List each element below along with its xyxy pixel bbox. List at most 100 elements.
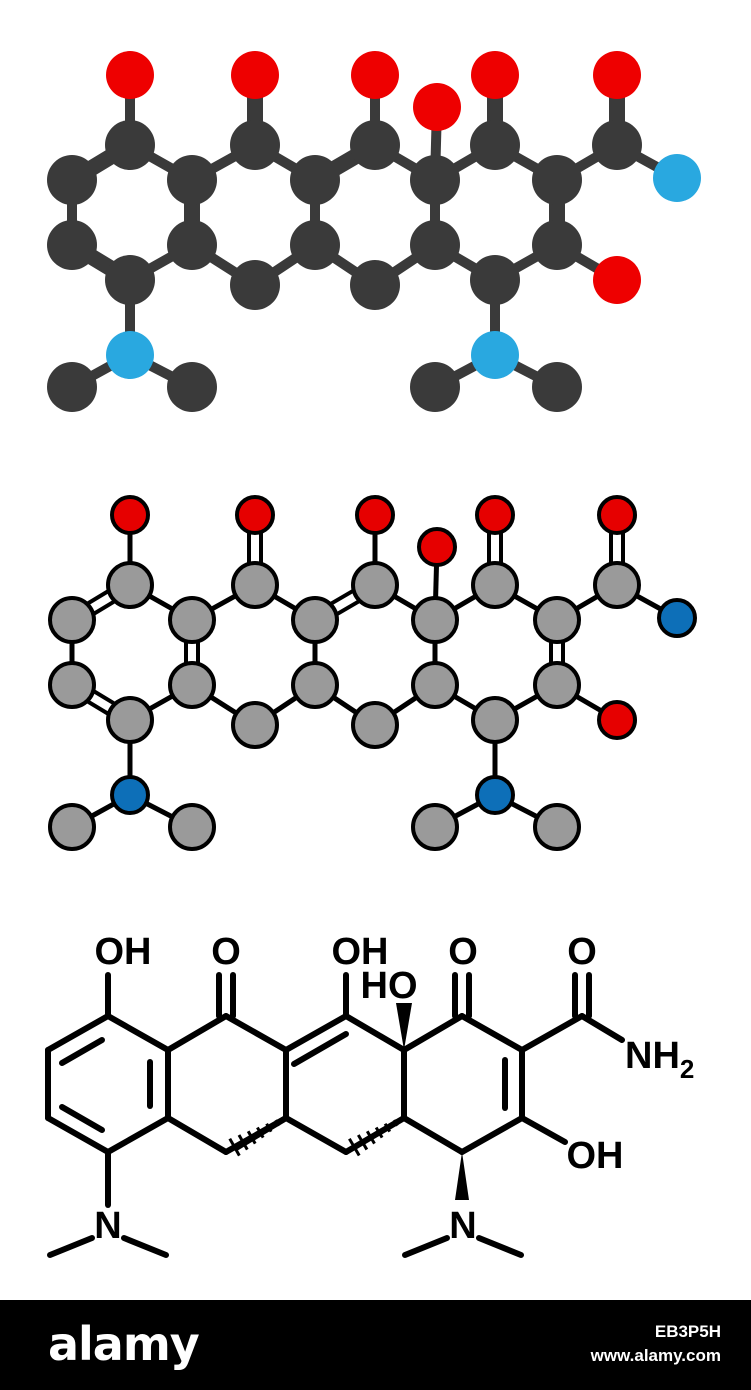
bond-e1-b4 — [343, 1013, 407, 1053]
ball-atom-c18 — [351, 701, 399, 749]
space-atom-c4 — [470, 120, 520, 170]
hash-b5-m2-4 — [365, 1130, 376, 1145]
ball-and-stick-model — [48, 495, 697, 851]
hash-b5-m2-2 — [383, 1123, 392, 1133]
space-atom-c9 — [410, 155, 460, 205]
ball-atom-c22 — [411, 803, 459, 851]
hash-b5-m2-1 — [392, 1119, 399, 1127]
ball-atom-c9 — [411, 596, 459, 644]
label-nh-subscript: 2 — [680, 1054, 694, 1084]
space-filling-model — [47, 51, 701, 412]
space-atom-c16 — [105, 255, 155, 305]
bond-a3-a4 — [45, 1115, 111, 1155]
ball-atom-c1 — [106, 561, 154, 609]
skeletal-structure-formula: OH O OH HO O O NH2 OH N N — [45, 931, 694, 1258]
space-atom-c19 — [470, 255, 520, 305]
bond-k2-c2 — [459, 1013, 525, 1053]
ball-atom-o6 — [417, 527, 457, 567]
space-atom-c3 — [350, 120, 400, 170]
molecule-diagrams: OH O OH HO O O NH2 OH N N — [45, 51, 701, 1258]
space-atom-o7 — [593, 256, 641, 304]
skeletal-bonds — [45, 972, 625, 1258]
space-atom-c21 — [167, 362, 217, 412]
space-atom-o4 — [471, 51, 519, 99]
space-atom-c7 — [167, 155, 217, 205]
label-o-top-1: O — [211, 931, 241, 973]
bond-m1-a5 — [165, 1115, 229, 1155]
space-atom-o2 — [231, 51, 279, 99]
label-o-top-3: O — [448, 931, 478, 973]
bond-a1-a2 — [45, 1013, 111, 1053]
bond-a3-a4-inner — [59, 1104, 105, 1133]
ball-atom-c17 — [231, 701, 279, 749]
ball-atom-c15 — [533, 661, 581, 709]
label-nh2: NH2 — [625, 1035, 694, 1084]
wedge-c4-n — [455, 1152, 469, 1200]
space-atom-c12 — [167, 220, 217, 270]
ball-atom-c12 — [168, 661, 216, 709]
space-atom-c18 — [350, 260, 400, 310]
bond-b3-m1-base — [233, 1115, 289, 1151]
bond-n1-me1 — [47, 1235, 95, 1258]
site-url-label: www.alamy.com — [590, 1346, 721, 1365]
space-atom-c20 — [47, 362, 97, 412]
space-atom-c8 — [290, 155, 340, 205]
ball-atom-c19 — [471, 696, 519, 744]
bond-a6-k1 — [165, 1013, 229, 1053]
space-atom-o1 — [106, 51, 154, 99]
label-ho: HO — [361, 965, 418, 1007]
ball-atom-c3 — [351, 561, 399, 609]
ball-atom-c14 — [411, 661, 459, 709]
bond-c3-oh — [519, 1115, 568, 1145]
space-atom-c22 — [410, 362, 460, 412]
bond-n2-me2 — [476, 1235, 524, 1258]
space-atom-c5 — [592, 120, 642, 170]
label-oh-right: OH — [567, 1135, 624, 1177]
bond-a4-a5 — [105, 1115, 171, 1155]
space-atom-c6 — [47, 155, 97, 205]
space-atom-c13 — [290, 220, 340, 270]
label-n-right: N — [449, 1205, 476, 1247]
hash-b5-m2-5 — [357, 1134, 369, 1151]
space-atom-c1 — [105, 120, 155, 170]
ball-atom-c13 — [291, 661, 339, 709]
space-atom-c15 — [532, 220, 582, 270]
ball-atom-o3 — [355, 495, 395, 535]
space-atom-c23 — [532, 362, 582, 412]
bond-n1-me2 — [121, 1235, 169, 1258]
hidden-bond-b5-m2 — [343, 1115, 407, 1155]
bond-amide-n — [579, 1013, 625, 1043]
bond-a6-a1 — [105, 1013, 171, 1053]
space-atom-c14 — [410, 220, 460, 270]
space-atom-n2 — [106, 331, 154, 379]
ball-atom-n2 — [110, 775, 150, 815]
ball-atom-c6 — [48, 596, 96, 644]
space-atom-o3 — [351, 51, 399, 99]
bond-b2-e1 — [283, 1013, 349, 1053]
space-atom-c10 — [532, 155, 582, 205]
label-nh: NH — [625, 1035, 680, 1077]
ball-atom-o5 — [597, 495, 637, 535]
brand-logo: alamy — [48, 1317, 200, 1371]
ball-atom-o2 — [235, 495, 275, 535]
ball-atom-c20 — [48, 803, 96, 851]
space-atom-n3 — [471, 331, 519, 379]
wedge-b4-ho — [396, 1003, 412, 1050]
ball-atom-o7 — [597, 700, 637, 740]
ball-atom-c5 — [593, 561, 641, 609]
space-atom-o5 — [593, 51, 641, 99]
ball-atom-n1 — [657, 598, 697, 638]
bond-b2-e1-inner — [291, 1031, 349, 1067]
bond-n2-me1 — [402, 1235, 450, 1258]
ball-atom-c21 — [168, 803, 216, 851]
space-atom-c11 — [47, 220, 97, 270]
space-atom-o6 — [413, 83, 461, 131]
space-atom-c17 — [230, 260, 280, 310]
ball-atom-c23 — [533, 803, 581, 851]
hash-b5-m2-3 — [374, 1126, 384, 1139]
image-id-label: EB3P5H — [654, 1322, 721, 1341]
ball-atom-n3 — [475, 775, 515, 815]
label-oh-top-2: OH — [332, 931, 389, 973]
bond-a1-a2-inner — [59, 1037, 105, 1066]
space-atom-n1 — [653, 154, 701, 202]
